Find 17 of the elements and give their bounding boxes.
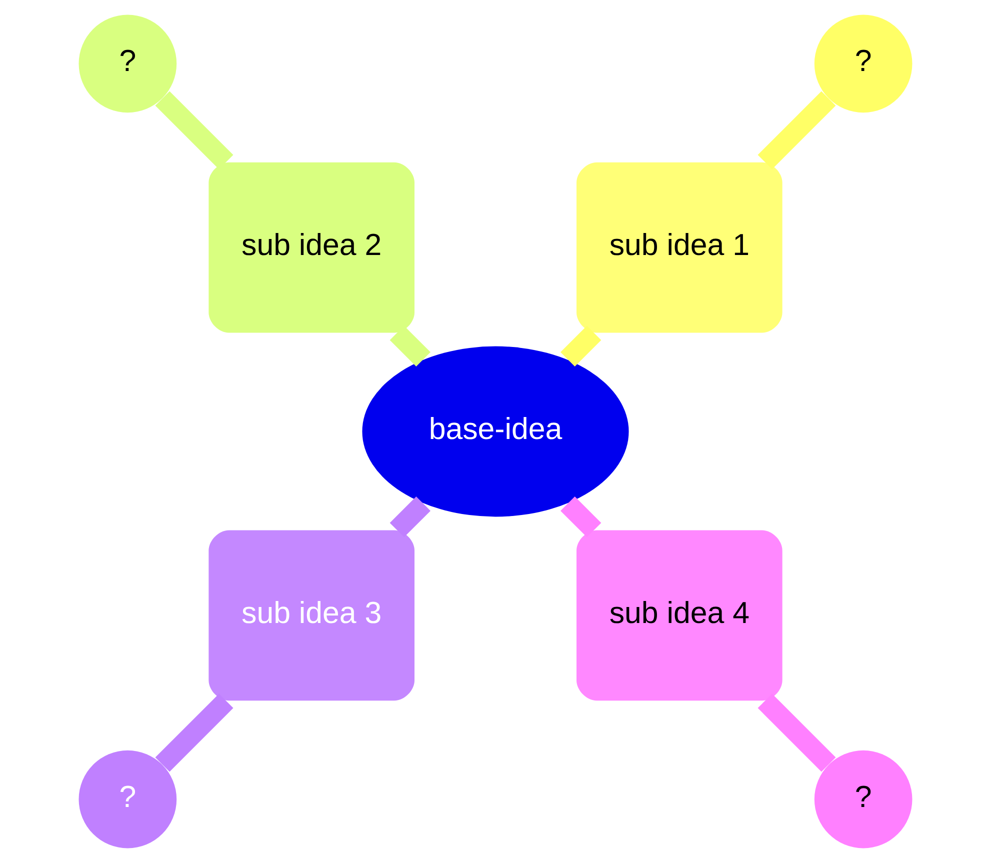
connector <box>389 326 430 366</box>
node-box: sub idea 4 <box>576 530 782 701</box>
node-box: sub idea 1 <box>576 162 782 333</box>
node-box: sub idea 3 <box>208 530 414 701</box>
connector <box>560 496 601 538</box>
connector <box>757 694 836 772</box>
node-circle: ? <box>814 14 912 113</box>
node-box: sub idea 2 <box>208 162 414 333</box>
node-circle: ? <box>814 750 912 848</box>
connector <box>757 91 836 170</box>
node-ellipse: base-idea <box>362 346 628 517</box>
connector <box>154 694 233 772</box>
connector <box>389 496 430 538</box>
node-circle: ? <box>78 750 176 848</box>
connector <box>560 326 601 366</box>
connector <box>154 91 233 170</box>
node-circle: ? <box>78 14 176 113</box>
